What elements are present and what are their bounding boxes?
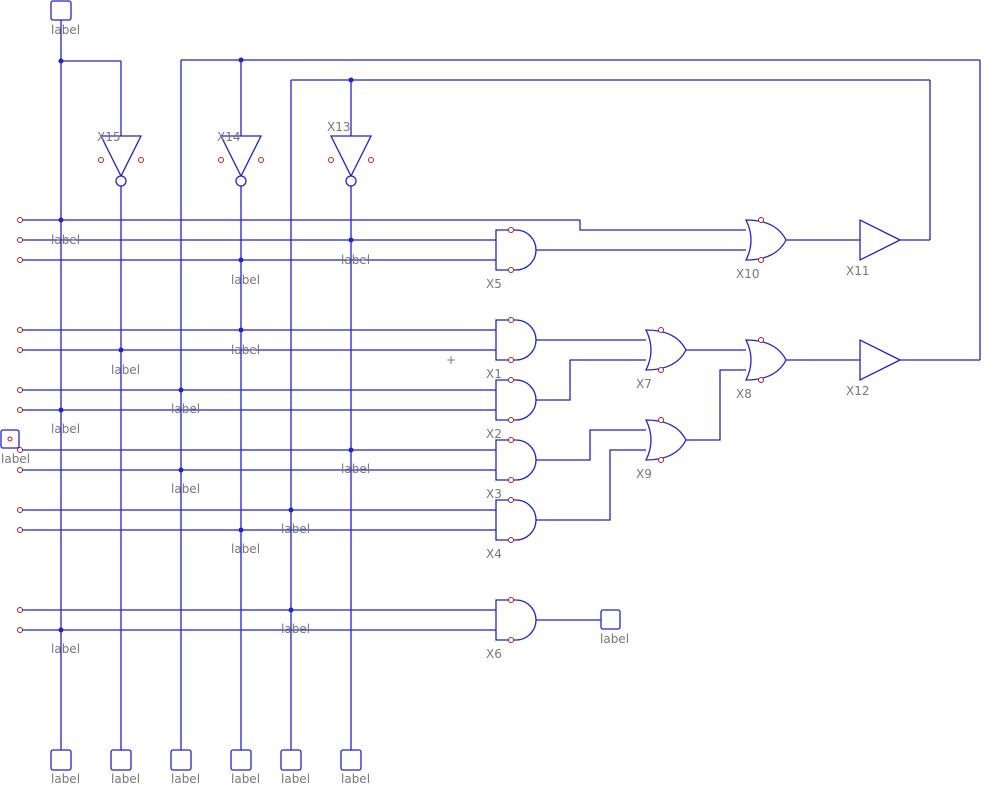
gate-label: X9 [636, 467, 652, 481]
input-pin[interactable] [17, 447, 23, 453]
and-gate-x4[interactable]: X4 [486, 497, 537, 562]
junction-dot [118, 347, 124, 353]
port-box[interactable] [170, 749, 192, 771]
gate-label: X14 [217, 130, 241, 144]
gate-label: X2 [486, 427, 502, 441]
gate-label: X8 [736, 387, 752, 401]
junction-dot [348, 447, 354, 453]
junction-dot [348, 237, 354, 243]
and-gate-x1[interactable]: X1 [486, 317, 537, 382]
port-box[interactable] [50, 749, 72, 771]
net-label: label [171, 482, 200, 496]
junction-dot [288, 507, 294, 513]
net-label: label [51, 642, 80, 656]
junction-dot [238, 327, 244, 333]
input-pin[interactable] [17, 467, 23, 473]
net-label: label [231, 273, 260, 287]
cursor-marker: + [446, 353, 456, 367]
or-gate-x10[interactable]: X10 [736, 217, 787, 282]
net-labels: label label label label label label labe… [1, 23, 629, 786]
net-label: label [281, 622, 310, 636]
wires [20, 20, 981, 750]
port-box[interactable] [50, 0, 72, 21]
junctions [58, 57, 354, 633]
net-label: label [231, 772, 260, 786]
net-label: label [600, 632, 629, 646]
buffer-x12[interactable]: X12 [846, 338, 902, 398]
input-pin[interactable] [17, 217, 23, 223]
net-label: label [171, 402, 200, 416]
net-label: label [171, 772, 200, 786]
gate-label: X4 [486, 547, 502, 561]
junction-dot [238, 527, 244, 533]
input-pin[interactable] [17, 507, 23, 513]
and-gate-x3[interactable]: X3 [486, 437, 537, 502]
gate-label: X10 [736, 267, 760, 281]
port-box[interactable] [340, 749, 362, 771]
and-gate-x2[interactable]: X2 [486, 377, 537, 442]
net-label: label [51, 772, 80, 786]
or-gate-x8[interactable]: X8 [736, 337, 787, 402]
input-pin[interactable] [17, 237, 23, 243]
junction-dot [178, 467, 184, 473]
input-pin[interactable] [17, 607, 23, 613]
net-label: label [341, 772, 370, 786]
net-label: label [231, 343, 260, 357]
gate-label: X11 [846, 264, 870, 278]
junction-dot [238, 257, 244, 263]
net-label: label [51, 233, 80, 247]
gate-label: X7 [636, 377, 652, 391]
gate-label: X15 [97, 130, 121, 144]
input-pin[interactable] [17, 407, 23, 413]
and-gate-x5[interactable]: X5 [486, 227, 537, 292]
gate-label: X13 [327, 120, 351, 134]
input-pin[interactable] [17, 347, 23, 353]
input-pins [17, 217, 23, 633]
net-label: label [231, 542, 260, 556]
net-label: label [281, 772, 310, 786]
not-gate-x14[interactable]: X14 [217, 130, 264, 187]
gate-label: X5 [486, 277, 502, 291]
or-gate-x9[interactable]: X9 [636, 417, 687, 482]
gate-label: X12 [846, 384, 870, 398]
junction-dot [58, 407, 64, 413]
net-label: label [341, 253, 370, 267]
ports [0, 0, 621, 771]
input-pin[interactable] [17, 387, 23, 393]
buffer-x11[interactable]: X11 [846, 218, 902, 278]
net-label: label [111, 363, 140, 377]
or-gate-x7[interactable]: X7 [636, 327, 687, 392]
net-label: label [341, 462, 370, 476]
port-box[interactable] [110, 749, 132, 771]
junction-dot [58, 58, 64, 64]
junction-dot [58, 627, 64, 633]
input-pin[interactable] [17, 527, 23, 533]
net-label: label [111, 772, 140, 786]
net-label: label [51, 422, 80, 436]
junction-dot [288, 607, 294, 613]
junction-dot [238, 57, 244, 63]
port-box[interactable] [230, 749, 252, 771]
port-box[interactable] [600, 609, 621, 630]
net-label: label [281, 522, 310, 536]
and-gate-x6[interactable]: X6 [486, 597, 537, 662]
net-label: label [1, 452, 30, 466]
input-pin[interactable] [17, 257, 23, 263]
not-gate-x15[interactable]: X15 [97, 130, 144, 187]
not-gate-x13[interactable]: X13 [327, 120, 374, 187]
gate-label: X3 [486, 487, 502, 501]
net-label: label [51, 23, 80, 37]
gate-label: X1 [486, 367, 502, 381]
input-pin[interactable] [17, 627, 23, 633]
junction-dot [58, 217, 64, 223]
input-pin[interactable] [17, 327, 23, 333]
junction-dot [348, 77, 354, 83]
junction-dot [178, 387, 184, 393]
port-box[interactable] [280, 749, 302, 771]
gate-label: X6 [486, 647, 502, 661]
